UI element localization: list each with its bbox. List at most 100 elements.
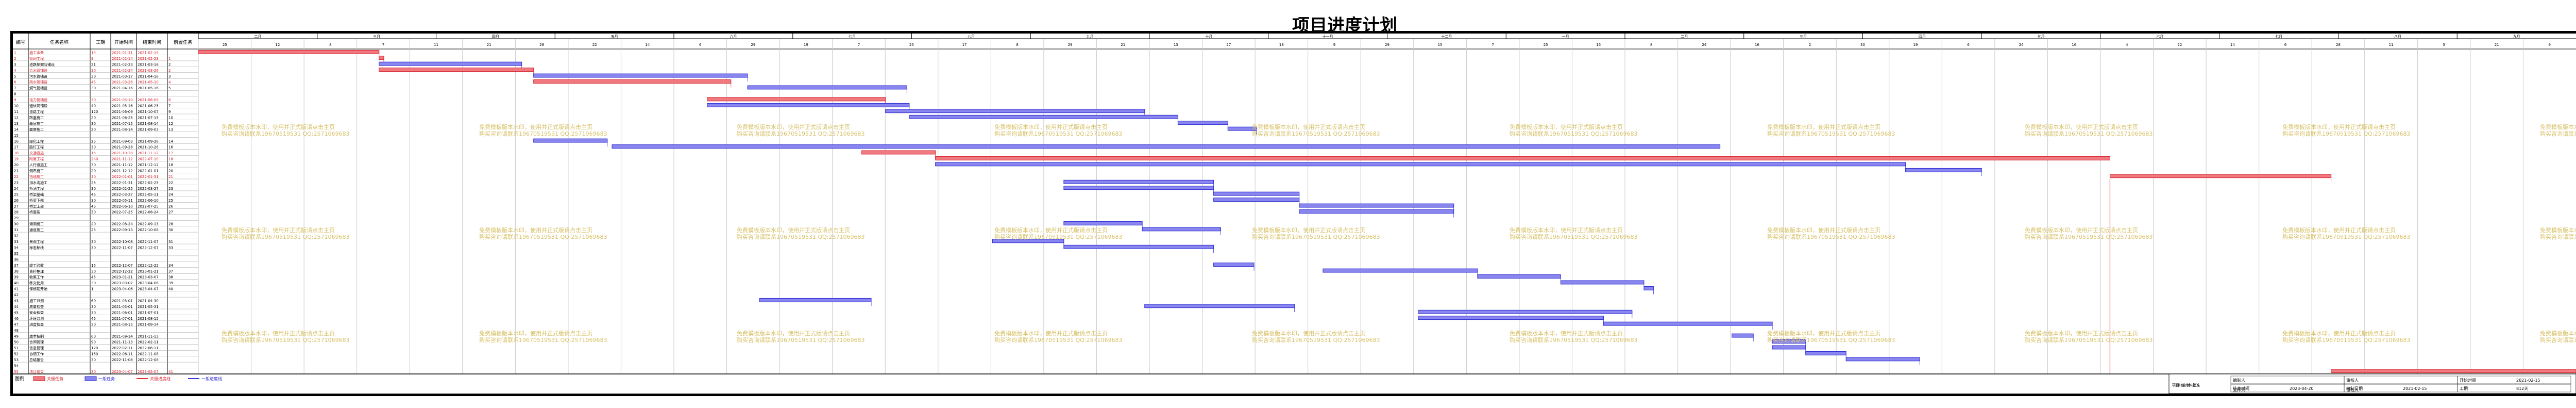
normal-task-bar[interactable]	[379, 61, 522, 66]
normal-task-bar[interactable]	[1323, 268, 1478, 273]
watermark-line: 免费模板版本水印，使用并正式版请点击主页	[737, 124, 850, 130]
day-label: 22	[592, 43, 597, 47]
table-cell: 30	[91, 246, 96, 250]
table-cell: 30	[91, 370, 96, 374]
normal-task-bar[interactable]	[1063, 186, 1214, 190]
critical-task-bar[interactable]	[379, 68, 534, 72]
watermark-line: 购买咨询请联系19670519531 QQ:2571069683	[2540, 234, 2576, 240]
legend-label: 图例	[15, 376, 24, 382]
normal-task-bar[interactable]	[1213, 263, 1255, 267]
normal-task-bar[interactable]	[1805, 351, 1846, 355]
critical-task-bar[interactable]	[2331, 369, 2576, 373]
normal-task-bar[interactable]	[759, 298, 872, 302]
normal-task-bar[interactable]	[1142, 227, 1221, 232]
table-cell: 14	[91, 51, 96, 55]
normal-task-bar[interactable]	[1063, 244, 1214, 249]
normal-task-bar[interactable]	[533, 73, 748, 78]
table-cell: 4	[168, 80, 171, 85]
table-cell: 39	[168, 281, 173, 285]
watermark-line: 免费模板版本水印，使用并正式版请点击主页	[479, 330, 592, 337]
critical-task-bar[interactable]	[861, 150, 936, 155]
day-label: 29	[1385, 43, 1389, 47]
normal-task-bar[interactable]	[747, 85, 907, 90]
table-cell: 施工准备	[29, 50, 44, 55]
day-label: 18	[1279, 43, 1284, 47]
table-cell: 20	[168, 169, 173, 173]
normal-task-bar[interactable]	[1905, 168, 1982, 172]
normal-task-bar[interactable]	[909, 115, 1178, 119]
normal-task-bar[interactable]	[1177, 121, 1228, 125]
critical-task-bar[interactable]	[533, 79, 732, 84]
day-label: 11	[434, 43, 438, 47]
table-cell: 2022-10-08	[138, 228, 159, 232]
critical-task-bar[interactable]	[707, 97, 886, 102]
table-cell: 20	[91, 116, 96, 120]
table-cell: 37	[168, 269, 173, 273]
table-cell: 8	[14, 92, 16, 96]
watermark-line: 购买咨询请联系19670519531 QQ:2571069683	[1767, 130, 1895, 137]
normal-task-bar[interactable]	[1732, 333, 1754, 338]
normal-task-bar[interactable]	[612, 144, 1721, 149]
table-cell: 30	[14, 222, 19, 226]
normal-task-bar[interactable]	[1560, 280, 1645, 285]
critical-task-bar[interactable]	[198, 50, 380, 54]
table-cell: 保修期开始	[29, 287, 47, 291]
column-header: 任务名称	[50, 39, 69, 45]
normal-task-bar[interactable]	[1417, 316, 1604, 320]
normal-task-bar[interactable]	[707, 103, 910, 107]
normal-task-bar[interactable]	[935, 162, 1906, 167]
table-cell: 20	[91, 127, 96, 132]
normal-task-bar[interactable]	[533, 138, 608, 143]
day-label: 6	[2284, 43, 2287, 47]
table-cell: 28	[168, 222, 173, 226]
table-cell: 2021-06-09	[112, 110, 133, 114]
day-label: 9	[1333, 43, 1335, 47]
normal-task-bar[interactable]	[1144, 304, 1295, 308]
table-cell: 20	[91, 169, 96, 173]
table-cell: 2	[168, 62, 171, 67]
normal-task-bar[interactable]	[1477, 274, 1561, 279]
normal-task-bar[interactable]	[1772, 345, 1806, 350]
table-cell: 5	[14, 74, 16, 78]
table-cell: 45	[91, 192, 96, 197]
normal-task-bar[interactable]	[1063, 221, 1143, 225]
watermark-text: 免费模板版本水印，使用并正式版请点击主页购买咨询请联系19670519531 Q…	[479, 124, 607, 137]
table-cell: 2021-03-16	[138, 62, 159, 67]
watermark-text: 免费模板版本水印，使用并正式版请点击主页购买咨询请联系19670519531 Q…	[737, 227, 865, 240]
normal-task-bar[interactable]	[1603, 321, 1773, 326]
critical-task-bar[interactable]	[935, 156, 2110, 160]
table-cell: 17	[14, 145, 19, 150]
table-cell: 18	[168, 163, 173, 167]
normal-task-bar[interactable]	[1213, 191, 1300, 196]
day-label: 21	[1121, 43, 1125, 47]
normal-task-bar[interactable]	[1845, 357, 1920, 362]
month-label: 十月	[1205, 34, 1212, 39]
day-label: 25	[223, 43, 227, 47]
table-cell: 2021-09-03	[112, 139, 133, 143]
table-cell: 30	[91, 269, 96, 273]
normal-task-bar[interactable]	[1063, 179, 1214, 184]
day-label: 7	[382, 43, 384, 47]
normal-task-bar[interactable]	[885, 109, 1145, 113]
critical-task-bar[interactable]	[2109, 174, 2332, 178]
normal-task-bar[interactable]	[1299, 203, 1454, 208]
legend-item: 关键任务	[47, 376, 63, 381]
column-header: 工期	[96, 40, 105, 45]
watermark-line: 购买咨询请联系19670519531 QQ:2571069683	[2025, 337, 2153, 344]
table-cell: 2023-01-21	[138, 269, 159, 273]
watermark-text: 免费模板版本水印，使用并正式版请点击主页购买咨询请联系19670519531 Q…	[2025, 124, 2153, 137]
table-cell: 45	[91, 275, 96, 280]
normal-task-bar[interactable]	[1643, 286, 1654, 290]
footer-cell-key: 开始时间	[2460, 378, 2476, 383]
watermark-text: 免费模板版本水印，使用并正式版请点击主页购买咨询请联系19670519531 Q…	[1767, 227, 1895, 240]
table-cell: 施工监测	[29, 299, 44, 303]
normal-task-bar[interactable]	[1299, 209, 1454, 214]
table-cell: 质量检查	[29, 304, 44, 309]
critical-task-bar[interactable]	[379, 56, 384, 60]
table-cell: 2021-10-28	[138, 145, 159, 150]
normal-task-bar[interactable]	[1213, 198, 1300, 202]
normal-task-bar[interactable]	[1417, 309, 1633, 314]
table-cell: 附属工程	[29, 157, 44, 161]
table-cell: 37	[14, 264, 19, 268]
